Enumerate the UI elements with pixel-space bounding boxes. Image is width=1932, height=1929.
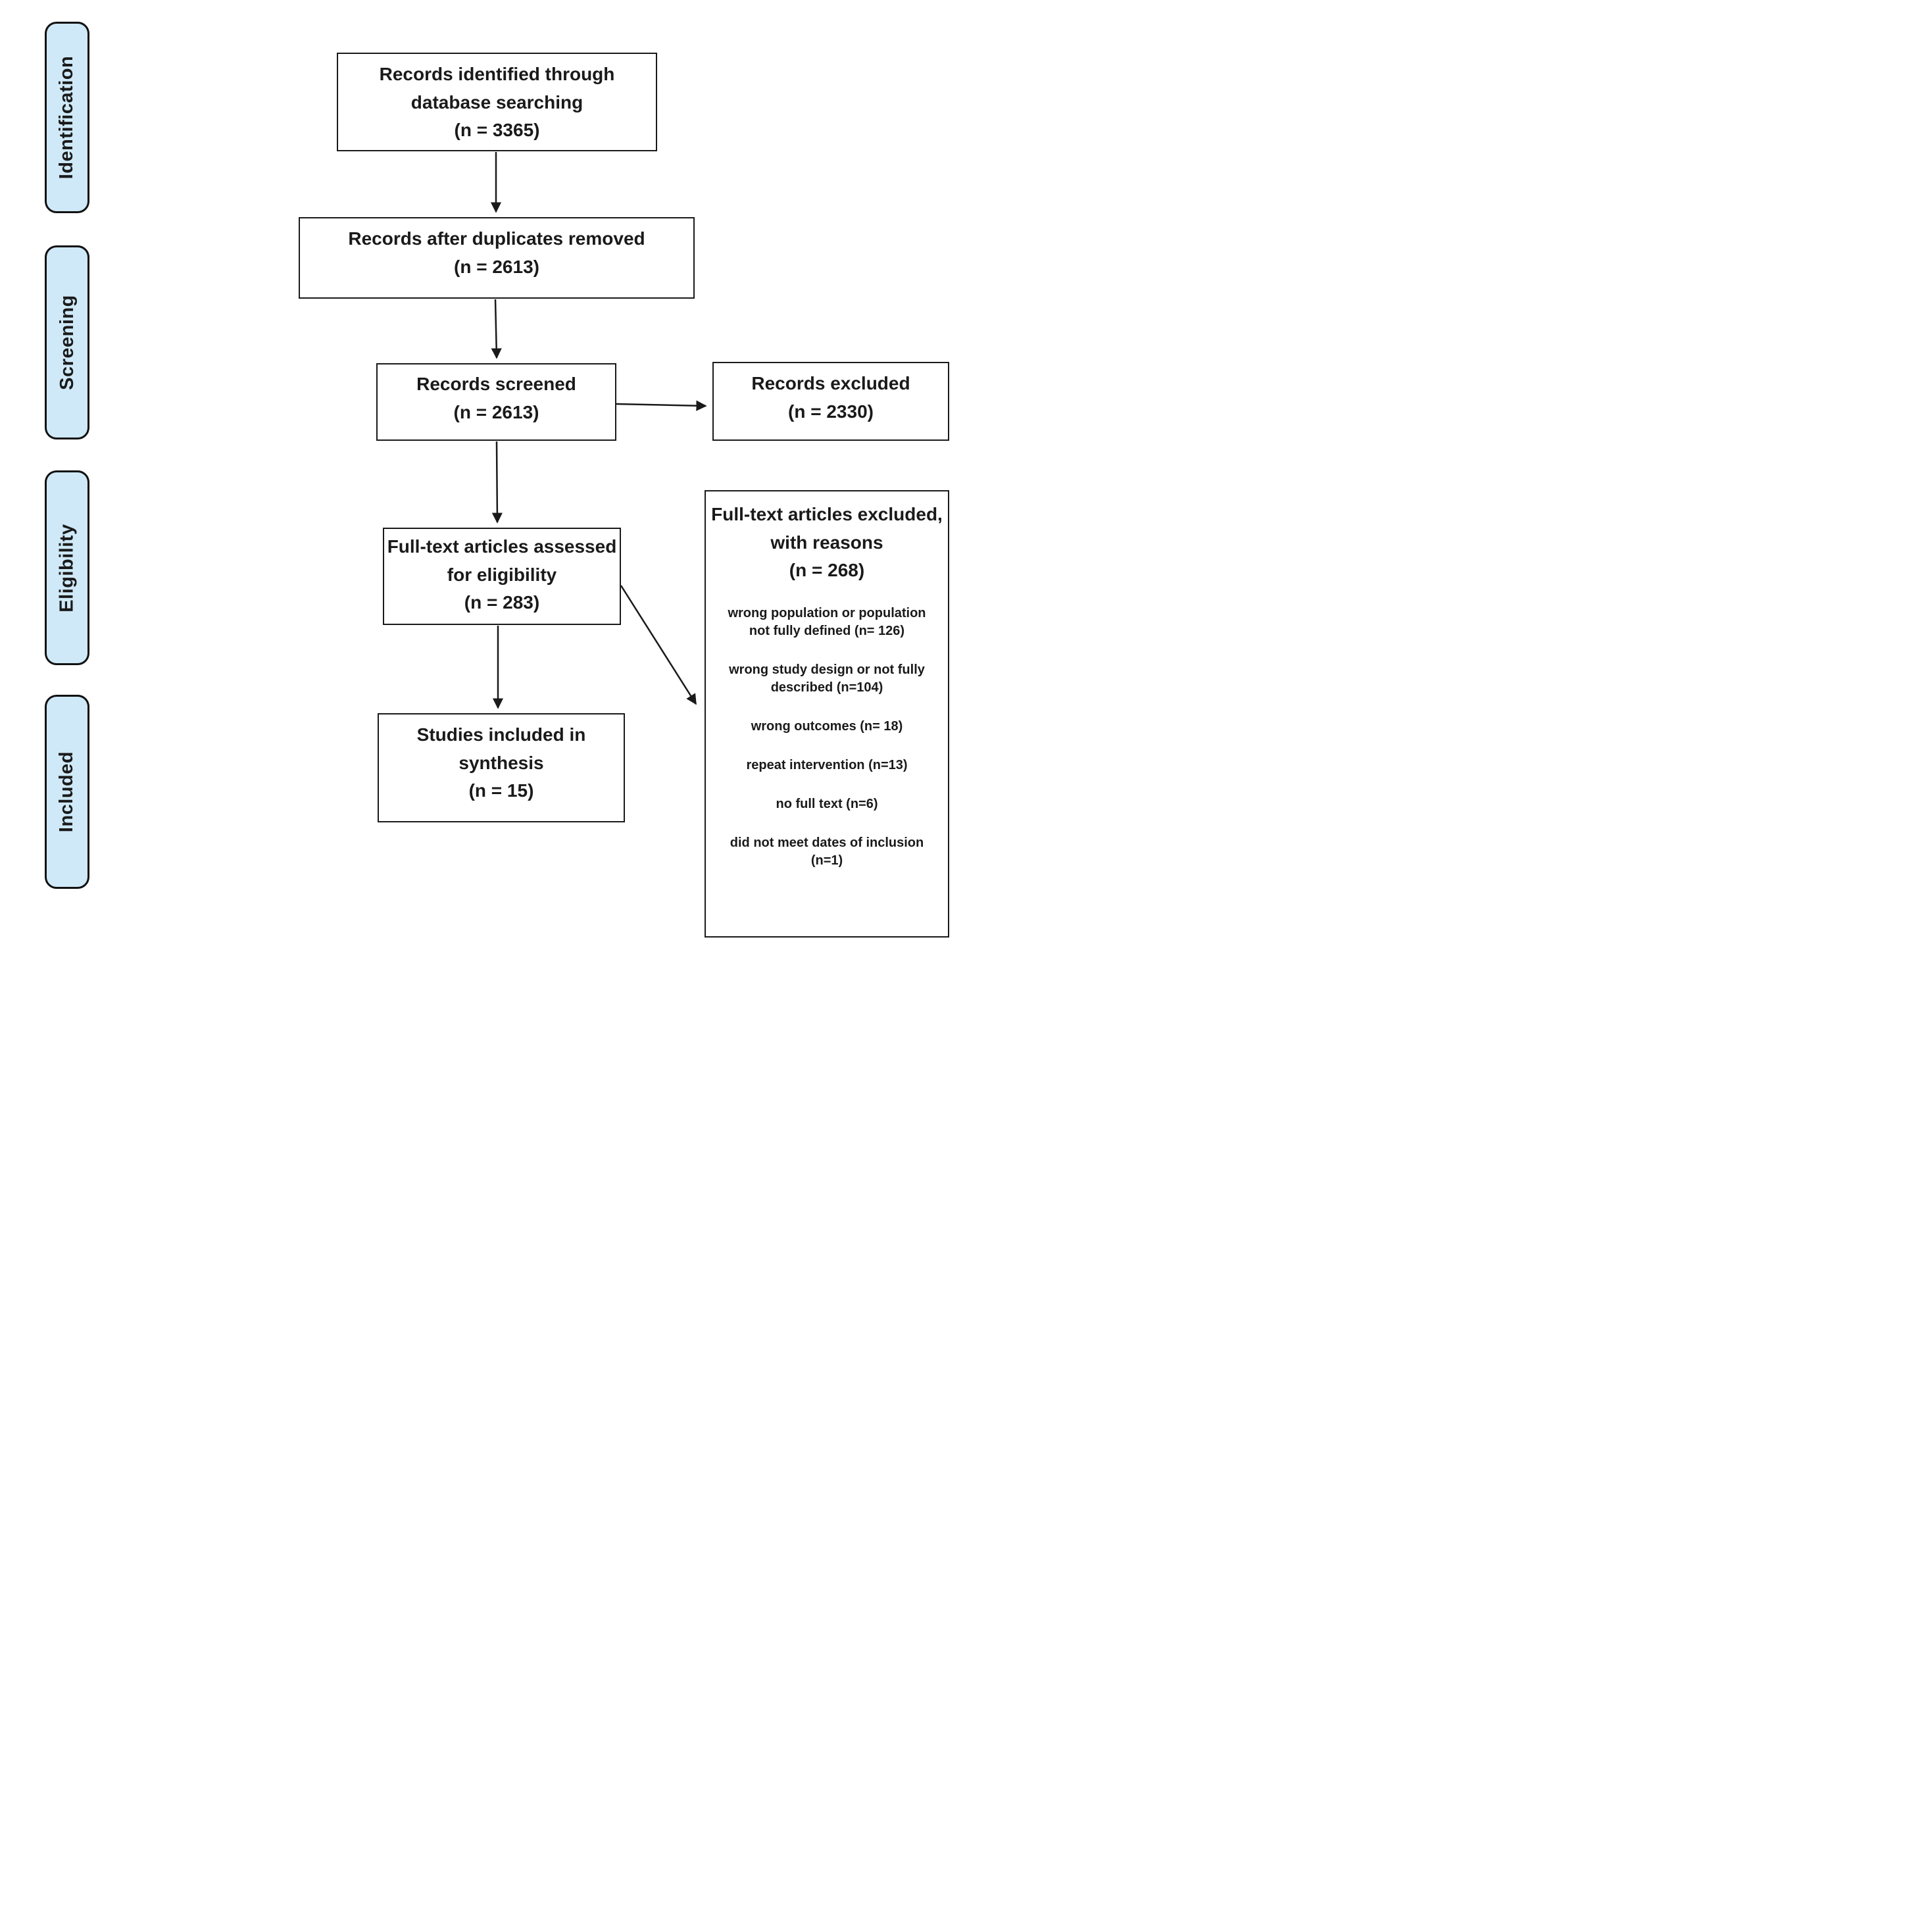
- box-text-line: Records after duplicates removed: [348, 228, 645, 249]
- arrow-deduplicated-to-screened: [491, 299, 502, 359]
- exclusion-reason: wrong population or population not fully…: [728, 605, 926, 638]
- box-count-line: (n = 283): [464, 592, 540, 613]
- box-text-line: Records excluded: [751, 373, 910, 393]
- stage-label-identification: Identification: [45, 22, 89, 213]
- box-records-excluded: Records excluded (n = 2330): [712, 362, 949, 441]
- box-count-line: (n = 3365): [454, 120, 540, 141]
- box-count-line: (n = 2613): [454, 256, 539, 277]
- box-count-line: (n = 268): [789, 560, 865, 581]
- box-records-screened: Records screened (n = 2613): [376, 363, 616, 441]
- stage-label-text: Screening: [56, 295, 78, 390]
- box-text-line: with reasons: [770, 532, 883, 553]
- box-text-line: Full-text articles assessed: [387, 536, 617, 557]
- box-fulltext-articles-assessed: Full-text articles assessed for eligibil…: [383, 528, 621, 625]
- exclusion-reason: wrong study design or not fully describe…: [729, 662, 925, 695]
- stage-label-text: Included: [56, 751, 78, 833]
- arrow-fulltext-assessed-to-fulltext-excluded: [620, 585, 697, 705]
- box-text-line: Records screened: [416, 374, 576, 394]
- box-text-line: Full-text articles excluded,: [711, 504, 943, 524]
- box-records-identified: Records identified through database sear…: [337, 53, 657, 151]
- box-text-line: database searching: [410, 91, 583, 113]
- stage-label-screening: Screening: [45, 245, 89, 439]
- box-count-line: (n = 2613): [453, 401, 539, 422]
- exclusion-reason: repeat intervention (n=13): [746, 757, 908, 772]
- arrow-screened-to-records-excluded: [616, 400, 707, 411]
- exclusion-reasons-list: wrong population or population not fully…: [706, 605, 948, 870]
- box-fulltext-articles-excluded: Full-text articles excluded, with reason…: [705, 490, 949, 938]
- box-studies-included-in-synthesis: Studies included in synthesis (n = 15): [378, 713, 625, 822]
- box-text-line: synthesis: [458, 752, 544, 773]
- stage-label-text: Identification: [56, 55, 78, 180]
- prisma-flow-diagram: Identification Screening Eligibility Inc…: [0, 0, 966, 964]
- box-count-line: (n = 2330): [788, 401, 874, 422]
- box-text-line: for eligibility: [447, 564, 557, 585]
- box-text-line: Studies included in: [416, 724, 586, 745]
- stage-label-eligibility: Eligibility: [45, 470, 89, 665]
- box-count-line: (n = 15): [468, 780, 534, 801]
- stage-label-included: Included: [45, 695, 89, 889]
- exclusion-reason: wrong outcomes (n= 18): [751, 718, 903, 734]
- exclusion-reason: no full text (n=6): [776, 796, 878, 811]
- exclusion-reason: did not meet dates of inclusion (n=1): [730, 835, 924, 868]
- box-records-after-duplicates-removed: Records after duplicates removed (n = 26…: [299, 217, 695, 299]
- stage-label-text: Eligibility: [56, 523, 78, 613]
- box-text-line: Records identified through: [379, 64, 615, 84]
